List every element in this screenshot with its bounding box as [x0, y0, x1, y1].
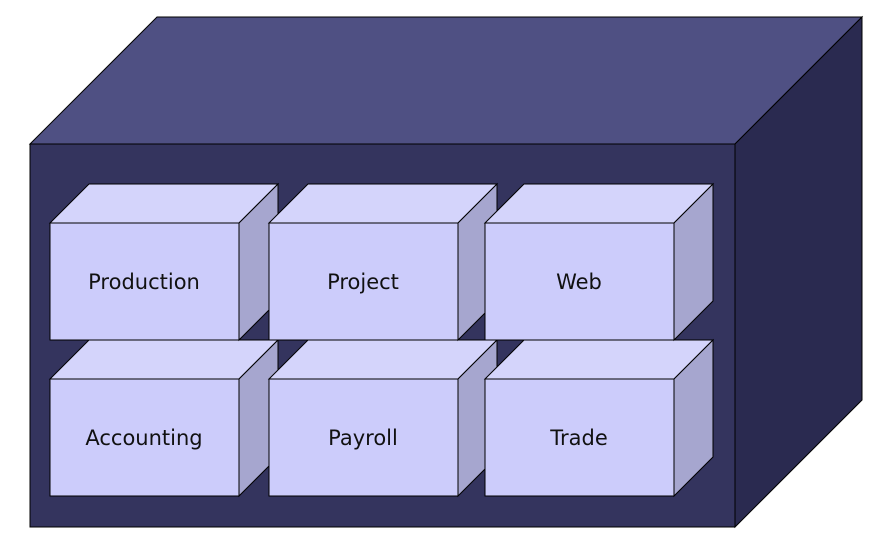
module-web: Web	[483, 182, 715, 342]
module-front-face	[268, 378, 459, 497]
module-accounting: Accounting	[48, 338, 280, 498]
module-production: Production	[48, 182, 280, 342]
module-front-face	[49, 378, 240, 497]
module-top-face	[48, 183, 280, 224]
module-label: Payroll	[328, 426, 398, 450]
container-top-face	[28, 16, 864, 145]
module-project: Project	[267, 182, 499, 342]
module-label: Accounting	[85, 426, 202, 450]
module-top-face	[483, 339, 715, 380]
module-top-face	[483, 183, 715, 224]
module-boxes: Accounting Payroll Trade Production Proj…	[48, 182, 715, 498]
module-front-face	[268, 222, 459, 341]
module-payroll: Payroll	[267, 338, 499, 498]
module-label: Production	[88, 270, 200, 294]
module-front-face	[49, 222, 240, 341]
module-label: Trade	[549, 426, 608, 450]
module-label: Project	[327, 270, 399, 294]
module-top-face	[267, 183, 499, 224]
module-label: Web	[556, 270, 602, 294]
module-front-face	[484, 378, 675, 497]
module-top-face	[267, 339, 499, 380]
module-front-face	[484, 222, 675, 341]
module-top-face	[48, 339, 280, 380]
module-trade: Trade	[483, 338, 715, 498]
